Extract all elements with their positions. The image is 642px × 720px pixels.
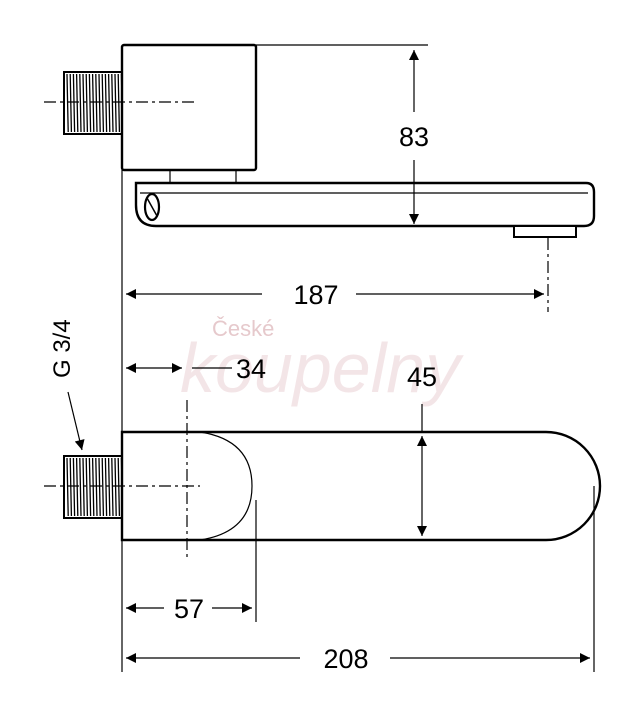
- thread-line: [91, 457, 95, 517]
- thread-line: [72, 73, 76, 133]
- thread-line: [85, 73, 89, 133]
- thread-line: [88, 457, 92, 517]
- thread-line: [98, 457, 101, 517]
- thread-line: [72, 457, 76, 517]
- thread-line: [75, 73, 79, 133]
- thread-line: [107, 457, 111, 517]
- thread-line: [82, 457, 85, 517]
- thread-line: [79, 73, 82, 133]
- thread-line: [82, 73, 85, 133]
- thread-line: [75, 457, 79, 517]
- thread-line: [98, 73, 101, 133]
- dim-45-label: 45: [407, 362, 437, 392]
- thread-line: [111, 457, 114, 517]
- thread-line: [95, 73, 98, 133]
- dim-83-label: 83: [399, 122, 429, 152]
- thread-line: [69, 457, 73, 517]
- side-body-block: [120, 43, 258, 172]
- dim-208-label: 208: [323, 644, 368, 674]
- thread-line: [104, 73, 108, 133]
- thread-line: [85, 457, 89, 517]
- dim-34-label: 34: [236, 354, 266, 384]
- thread-line: [101, 73, 105, 133]
- thread-line: [117, 73, 121, 133]
- top-view: 34 45 57 208 G 3/4: [44, 319, 602, 674]
- side-connector: [169, 170, 237, 184]
- top-spout-body: [120, 430, 602, 542]
- thread-line: [88, 73, 92, 133]
- thread-line: [95, 457, 98, 517]
- thread-line: [66, 73, 69, 133]
- side-view: 83 187: [44, 43, 596, 672]
- top-lever-outline: [122, 431, 253, 541]
- watermark-logo-small: České: [212, 316, 274, 341]
- thread-line: [111, 73, 114, 133]
- thread-line: [114, 457, 117, 517]
- top-thread-fitting: [63, 455, 124, 519]
- dim-57-label: 57: [174, 594, 204, 624]
- thread-line: [101, 457, 105, 517]
- thread-size-label: G 3/4: [49, 319, 76, 378]
- dim-187-label: 187: [293, 280, 338, 310]
- thread-line: [114, 73, 117, 133]
- thread-line: [107, 73, 111, 133]
- thread-line: [117, 457, 121, 517]
- side-aerator: [513, 225, 577, 238]
- thread-line: [91, 73, 95, 133]
- thread-line: [79, 457, 82, 517]
- side-thread-fitting: [63, 71, 124, 135]
- thread-line: [66, 457, 69, 517]
- thread-line: [104, 457, 108, 517]
- side-spout-arm: [134, 181, 596, 228]
- thread-line: [69, 73, 73, 133]
- thread-leader-arrow: [67, 391, 85, 451]
